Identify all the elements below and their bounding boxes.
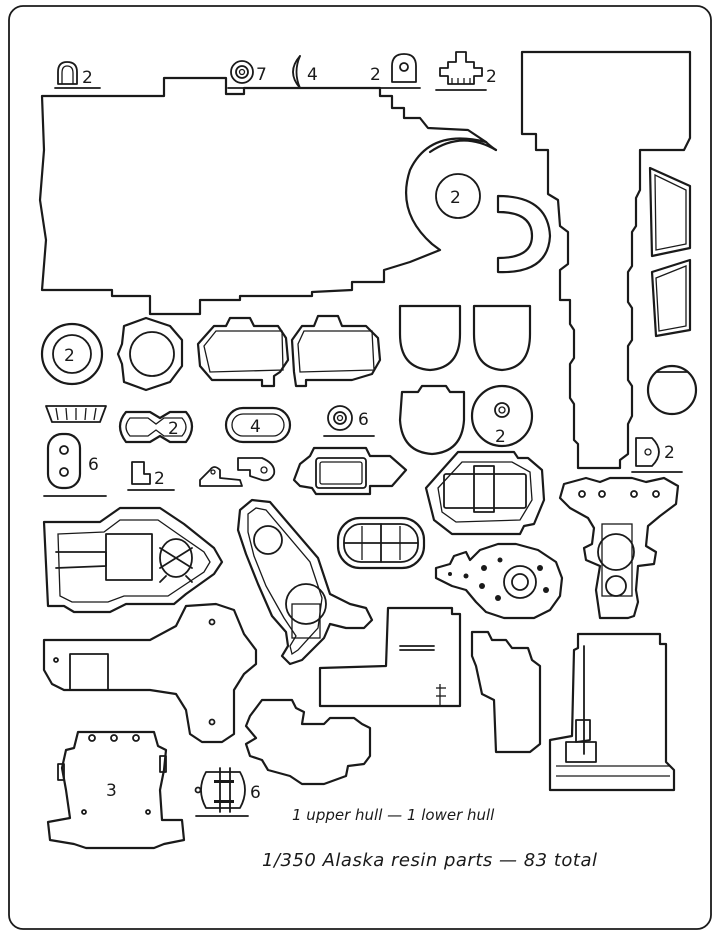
part-round-disc [470,384,534,448]
part-bow-deck [42,506,224,614]
qty-rounded-rect: 6 [88,455,99,475]
qty-step-bracket: 2 [154,469,165,489]
part-hook [199,466,243,487]
part-bridge-wing [558,476,680,620]
part-notched-ring [116,316,184,392]
part-superstructure [244,698,372,786]
sheet-caption: 1/350 Alaska resin parts — 83 total [262,850,598,871]
qty-half-moon: 4 [307,65,318,85]
part-hatch [292,446,408,496]
part-tall-column [520,50,692,470]
part-tab [237,457,276,482]
part-oval-frame [118,410,194,444]
qty-deck-disc: 2 [450,188,461,208]
part-cross-deck [42,602,258,744]
part-round-top-b [472,304,532,372]
part-grille [45,405,107,423]
qty-tower: 2 [370,65,381,85]
part-funnel [236,498,374,666]
part-fitting [194,767,249,817]
part-octagon-b [290,314,382,388]
qty-ring: 7 [256,65,267,85]
qty-deckhouse: 2 [486,67,497,87]
qty-d-shape: 2 [664,443,675,463]
part-left-disc [40,322,104,386]
note-hull-count: 1 upper hull — 1 lower hull [292,806,495,824]
part-tall-block [318,606,462,708]
qty-small-ring: 6 [358,410,369,430]
qty-top-arch: 2 [82,68,93,88]
qty-block: 3 [106,781,117,801]
part-octagon-a [196,316,290,388]
part-round-top-c [398,384,466,456]
part-window-upper [648,166,692,258]
sheet-border [8,5,712,930]
part-half-moon [292,55,301,89]
qty-left-disc: 2 [64,346,75,366]
part-deckhouse [435,51,487,91]
part-right-disc [646,364,698,416]
part-small-ring [323,405,375,437]
qty-oval-frame: 2 [168,419,179,439]
qty-round-disc: 2 [495,427,506,447]
part-stack [548,632,676,792]
part-rounded-rect [43,432,107,497]
qty-fitting: 6 [250,783,261,803]
part-skylight [336,516,426,570]
part-main-deck [38,76,498,316]
part-window-lower [650,258,692,338]
part-step-bracket [127,461,175,491]
part-round-top-a [398,304,462,372]
part-slot [224,406,292,444]
part-c-bracket [496,194,552,274]
part-long-hatch [424,450,546,536]
part-l-bracket [470,630,542,754]
part-d-shape [631,437,683,473]
qty-slot: 4 [250,417,261,437]
part-block [46,730,186,850]
part-top-arch [54,61,101,89]
part-director [434,542,564,620]
